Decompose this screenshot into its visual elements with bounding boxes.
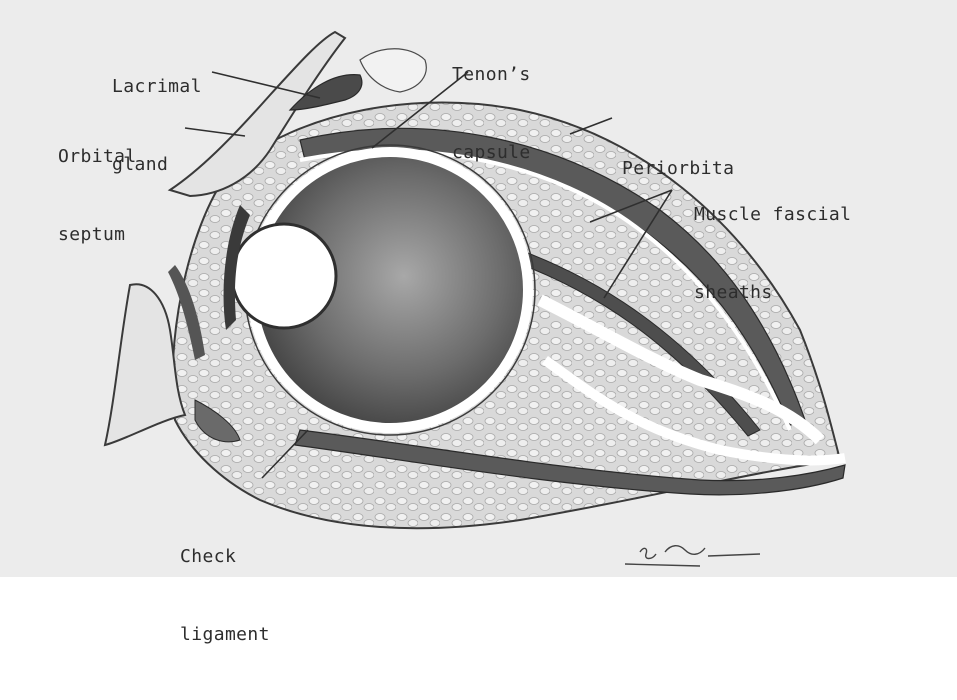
orbit-diagram: Lacrimal gland Tenon’s capsule Orbital s… [0,0,957,577]
label-muscle-fascial-sheaths-line1: Muscle fascial [694,202,851,228]
label-muscle-fascial-sheaths-line2: sheaths [694,280,851,306]
label-check-ligament-line2: ligament [180,622,270,648]
label-tenons-capsule: Tenon’s capsule [452,10,531,218]
lens [232,224,336,328]
lower-eyelid [105,284,185,445]
label-orbital-septum-line2: septum [58,222,137,248]
label-tenons-capsule-line1: Tenon’s [452,62,531,88]
label-muscle-fascial-sheaths: Muscle fascial sheaths [694,150,851,358]
label-orbital-septum-line1: Orbital [58,144,137,170]
label-orbital-septum: Orbital septum [58,92,137,300]
label-tenons-capsule-line2: capsule [452,140,531,166]
superior-orbital-rim [360,49,426,92]
label-check-ligament: Check ligament [180,492,270,700]
label-check-ligament-line1: Check [180,544,270,570]
artist-signature [625,546,760,566]
